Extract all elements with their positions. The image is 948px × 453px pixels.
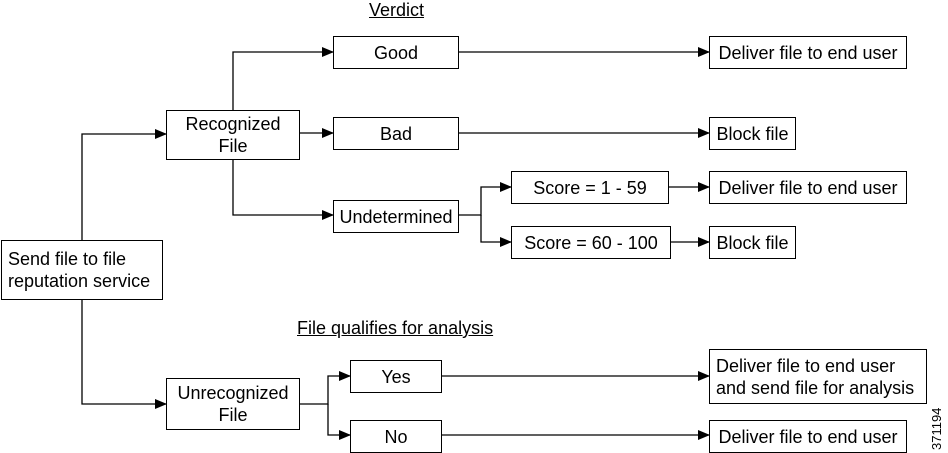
qualifies-yes-node: Yes [350, 360, 442, 393]
qualifies-no-node: No [350, 420, 442, 453]
score-high-node: Score = 60 - 100 [511, 226, 671, 259]
score-low-node: Score = 1 - 59 [511, 171, 669, 204]
connector-unrecognized-to-yes [300, 371, 351, 405]
outcome-score-high-block: Block file [709, 226, 796, 259]
verdict-good-node: Good [333, 36, 459, 69]
connector-undetermined-to-score-high [480, 215, 512, 247]
connector-send-to-recognized [81, 129, 167, 240]
connector-unrecognized-to-no [327, 404, 351, 440]
outcome-score-low-deliver: Deliver file to end user [709, 171, 907, 204]
connector-recognized-to-undetermined [232, 159, 334, 220]
connector-send-to-unrecognized [81, 300, 167, 409]
file-qualifies-heading: File qualifies for analysis [297, 318, 494, 338]
verdict-undetermined-node: Undetermined [333, 200, 459, 233]
outcome-yes-deliver-analyze: Deliver file to end user and send file f… [709, 349, 927, 404]
recognized-file-node: Recognized File [166, 110, 300, 160]
connector-recognized-to-good [232, 47, 334, 110]
verdict-heading: Verdict [369, 0, 425, 20]
verdict-bad-node: Bad [333, 117, 459, 150]
outcome-bad-block: Block file [709, 117, 796, 150]
connector-undetermined-to-score-low [459, 182, 512, 216]
outcome-good-deliver: Deliver file to end user [709, 36, 907, 69]
figure-id: 371194 [929, 407, 944, 450]
outcome-no-deliver: Deliver file to end user [709, 420, 907, 453]
send-file-node: Send file to file reputation service [1, 240, 163, 300]
unrecognized-file-node: Unrecognized File [166, 378, 300, 430]
